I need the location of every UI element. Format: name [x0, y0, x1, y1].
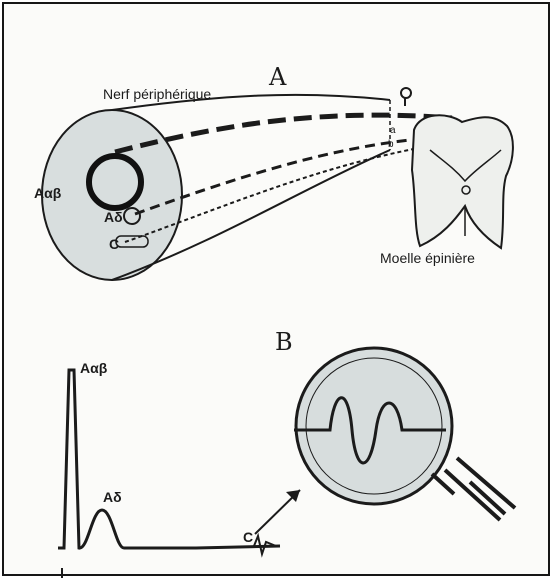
- spinal-cord: [412, 115, 513, 248]
- magnifying-glass-handle: [432, 458, 515, 520]
- c-fiber-peak: [254, 536, 276, 554]
- fiber-label-c: C: [109, 236, 119, 252]
- peak-label-a-alpha-beta: Aαβ: [80, 360, 107, 376]
- panel-a-label: A: [269, 63, 286, 91]
- compound-action-potential-trace: [58, 370, 280, 548]
- magnifier-pointer-arrowhead: [286, 490, 300, 502]
- dorsal-root-ganglion: [401, 88, 411, 98]
- marker-a: a: [390, 125, 396, 136]
- peak-label-c: C: [243, 529, 253, 545]
- spinal-cord-label: Moelle épinière: [380, 250, 475, 266]
- panel-b-label: B: [275, 328, 293, 356]
- fiber-label-a-alpha-beta: Aαβ: [34, 185, 61, 201]
- magnifying-glass-lens: [296, 348, 452, 504]
- peak-label-a-delta: Aδ: [103, 489, 122, 505]
- nerve-label: Nerf périphérique: [103, 86, 211, 102]
- marker-b: b: [388, 139, 394, 150]
- fiber-label-a-delta: Aδ: [104, 209, 123, 225]
- fiber-a-alpha-beta-section: [89, 156, 141, 208]
